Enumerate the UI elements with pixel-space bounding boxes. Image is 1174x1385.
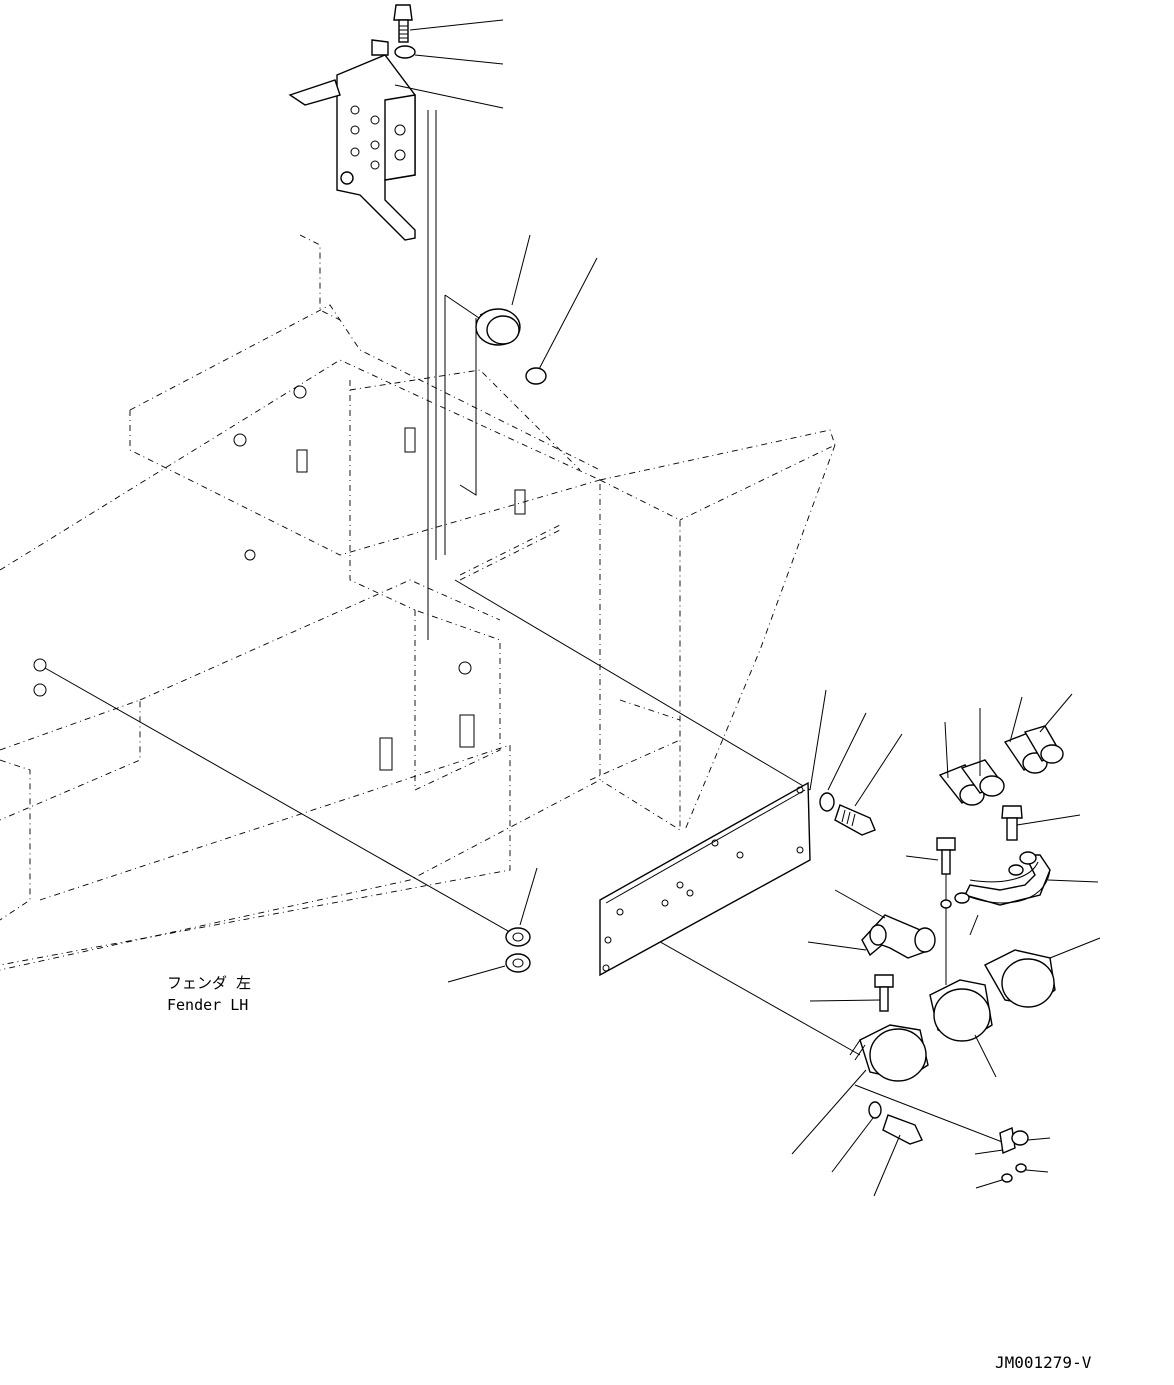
lower-bolt-icon [809, 974, 894, 1012]
right-bolt-icon [1001, 805, 1081, 841]
nut-icon [525, 367, 547, 385]
elbow-fitting-icon [807, 889, 936, 959]
mounting-plate [599, 689, 827, 977]
fender-label-jp: フェンダ 左 [167, 974, 251, 992]
leader-lines-top [394, 19, 598, 374]
grommet-icon [475, 308, 521, 346]
drawing-code: JM001279-V [995, 1353, 1092, 1372]
terminal-caps-icon [938, 693, 1073, 806]
small-hardware-icon [831, 1101, 1051, 1197]
assembly-guide-lines [44, 110, 1011, 1146]
upper-bracket-assembly [288, 39, 416, 241]
top-washer-icon [394, 45, 416, 59]
top-bolt-icon [393, 4, 413, 43]
center-bolt-icon [905, 837, 956, 985]
fender-washers-icon [447, 867, 538, 983]
cable-harness-icon [940, 851, 1099, 936]
chassis-frame-outline [0, 234, 836, 971]
relay-assembly-icon [791, 937, 1101, 1155]
frame-holes [33, 385, 526, 771]
plate-bolt-icon [819, 712, 903, 836]
fender-label-en: Fender LH [167, 996, 248, 1014]
